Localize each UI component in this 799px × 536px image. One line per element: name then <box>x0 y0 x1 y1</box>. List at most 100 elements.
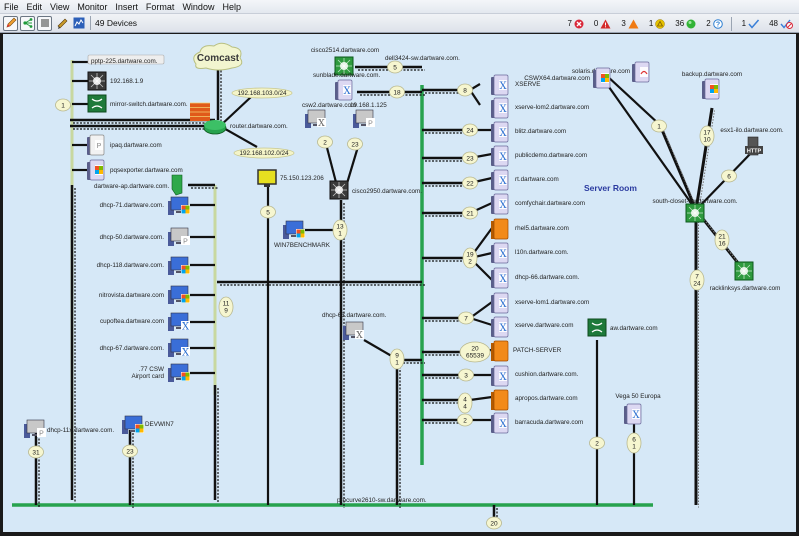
network-link[interactable] <box>363 339 396 359</box>
link-badge[interactable]: 22 <box>462 176 478 190</box>
link-badge[interactable]: 23 <box>347 137 363 151</box>
link-badge[interactable]: 2 <box>457 413 473 427</box>
network-link[interactable] <box>216 64 222 123</box>
device-patch[interactable]: PATCH-SERVER <box>491 340 562 362</box>
network-link[interactable] <box>422 156 468 162</box>
link-badge[interactable]: 91 <box>389 348 405 370</box>
network-link[interactable] <box>422 256 468 262</box>
network-link[interactable] <box>469 301 493 319</box>
device-aw[interactable]: aw.dartware.com <box>587 318 658 337</box>
status-down-error[interactable]: 7 <box>567 19 584 29</box>
chart-button[interactable] <box>71 16 86 31</box>
list-view-button[interactable] <box>37 15 52 31</box>
device-cisco2514[interactable]: cisco2514.dartware.com <box>311 47 379 76</box>
network-link[interactable] <box>70 124 215 130</box>
network-link[interactable] <box>422 181 468 187</box>
link-badge[interactable]: 724 <box>689 269 705 291</box>
network-link[interactable] <box>188 183 218 189</box>
network-link[interactable] <box>422 211 468 217</box>
device-n1919[interactable]: 192.168.1.9 <box>87 71 144 91</box>
device-pqs[interactable]: pqsexporter.dartware.com <box>87 159 183 181</box>
link-badge[interactable]: 5 <box>260 205 276 219</box>
link-badge[interactable]: 119 <box>218 296 234 318</box>
device-dell3424[interactable]: dell3424-sw.dartware.com. <box>385 55 460 62</box>
device-firewall[interactable] <box>190 102 210 121</box>
menu-monitor[interactable]: Monitor <box>77 1 108 12</box>
device-devwin7[interactable]: DEVWIN7 <box>122 415 174 434</box>
network-link[interactable] <box>422 128 468 134</box>
device-mirror[interactable]: mirror-switch.dartware.com. <box>87 94 188 113</box>
device-ap[interactable]: dartware-ap.dartware.com. <box>94 174 183 196</box>
menu-view[interactable]: View <box>50 1 70 12</box>
network-link[interactable] <box>128 430 134 508</box>
status-critical-alarm[interactable]: 0 <box>594 19 611 29</box>
network-link[interactable] <box>469 395 493 402</box>
menu-format[interactable]: Format <box>145 1 175 12</box>
device-dhcp118[interactable]: dhcp-118.dartware.com. <box>97 256 190 275</box>
network-link[interactable] <box>694 107 715 213</box>
edit-mode-button[interactable] <box>3 15 18 31</box>
network-link[interactable] <box>395 360 401 508</box>
device-cisco2950[interactable]: cisco2950.dartware.com. <box>329 180 422 200</box>
device-router[interactable]: router.dartware.com. <box>203 120 288 135</box>
status-warning-alarm[interactable]: 3 <box>621 19 639 29</box>
network-link[interactable] <box>694 210 699 508</box>
link-badge[interactable]: 21 <box>462 206 478 220</box>
link-badge[interactable]: 8 <box>457 83 473 97</box>
link-badge[interactable]: 31 <box>28 445 44 459</box>
device-south[interactable]: south-closet-sw.dartware.com. <box>652 198 738 223</box>
device-rhel5[interactable]: rhel5.dartware.com <box>491 218 569 240</box>
link-badge[interactable]: 24 <box>462 123 478 137</box>
network-link[interactable] <box>34 432 40 508</box>
link-badge[interactable]: 3 <box>458 368 474 382</box>
menu-help[interactable]: Help <box>222 1 241 12</box>
device-csw64[interactable]: CSWX64.dartware.com <box>524 67 611 89</box>
device-win7b[interactable]: WIN7BENCHMARK <box>274 220 331 249</box>
link-badge[interactable]: 6 <box>721 169 737 183</box>
network-net103[interactable]: 192.168.103.0/24 <box>231 87 293 99</box>
network-link[interactable] <box>605 74 661 126</box>
device-nitro[interactable]: nitrovista.dartware.com <box>99 285 190 304</box>
link-badge[interactable]: 18 <box>389 85 405 99</box>
probe-button[interactable] <box>54 16 69 31</box>
device-n19125[interactable]: P19.168.1.125 <box>350 102 387 128</box>
link-badge[interactable]: 131 <box>332 219 348 241</box>
comcast-cloud[interactable]: Comcast <box>193 42 243 71</box>
device-backup[interactable]: backup.dartware.com <box>682 71 742 100</box>
link-badge[interactable]: 1 <box>55 98 71 112</box>
link-badge[interactable]: 7 <box>458 311 474 325</box>
device-racklinksys[interactable]: racklinksys.dartware.com <box>710 261 781 292</box>
link-badge[interactable]: 2 <box>317 135 333 149</box>
link-badge[interactable]: 23 <box>462 151 478 165</box>
network-link[interactable] <box>658 124 699 213</box>
link-badge[interactable]: 2 <box>589 436 605 450</box>
link-badge[interactable]: 5 <box>387 60 403 74</box>
status-acknowledged-check[interactable]: 1 <box>742 19 760 29</box>
network-link[interactable] <box>695 151 753 211</box>
link-badge[interactable]: 20 <box>486 516 502 530</box>
status-unknown[interactable]: 2? <box>706 18 723 29</box>
link-badge[interactable]: 1 <box>651 119 667 133</box>
device-apropos[interactable]: apropos.dartware.com <box>491 389 578 411</box>
status-up-ok[interactable]: 36 <box>675 19 696 29</box>
link-badge[interactable]: 23 <box>122 444 138 458</box>
